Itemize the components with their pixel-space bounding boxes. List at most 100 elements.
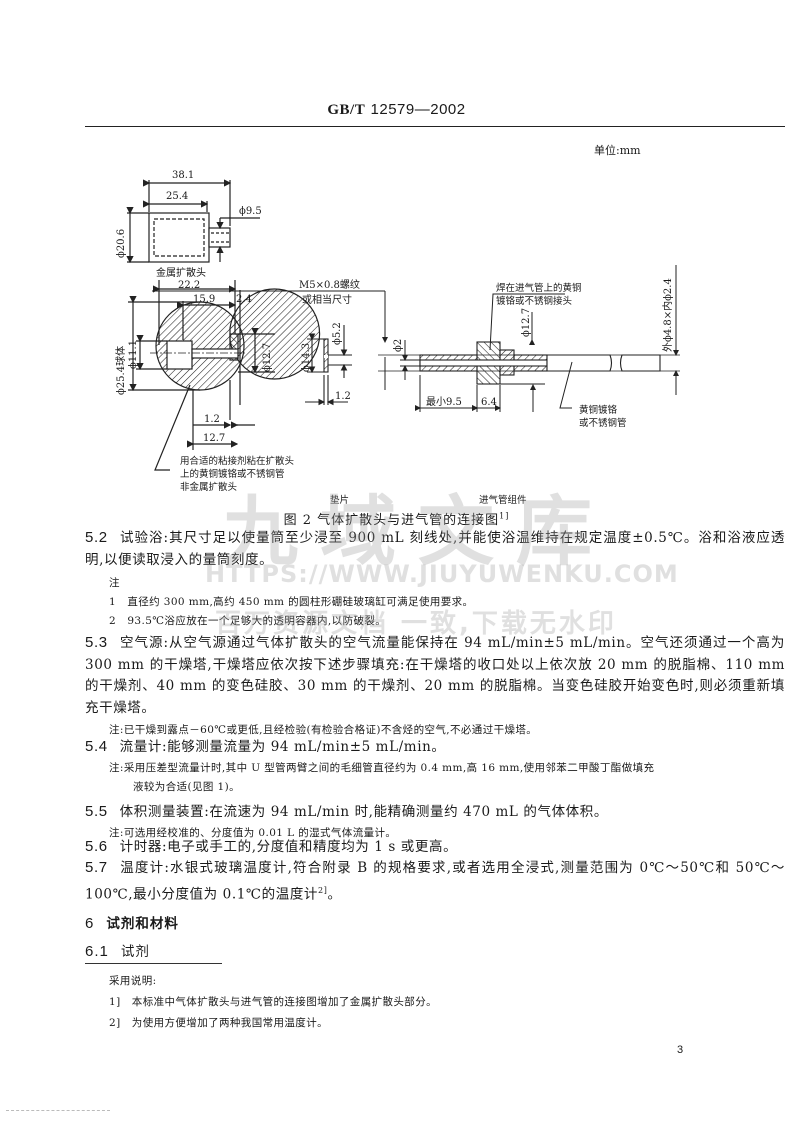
section-number: 5.5 xyxy=(85,803,108,820)
unit-label: 单位:mm xyxy=(594,144,641,157)
weld-note-line-1: 焊在进气管上的黄铜 xyxy=(496,282,582,294)
figure-caption-text: 图 2 气体扩散头与进气管的连接图 xyxy=(283,513,500,528)
scan-artifact xyxy=(6,1110,110,1111)
section-heading: 6 试剂和材料 xyxy=(85,912,785,932)
footnote-text: 本标准中气体扩散头与进气管的连接图增加了金属扩散头部分。 xyxy=(131,996,437,1008)
footnote-item: 1] 本标准中气体扩散头与进气管的连接图增加了金属扩散头部分。 xyxy=(109,994,437,1009)
section-5-4-note-line-2: 液较为合适(见图 1)。 xyxy=(133,780,241,793)
section-text: 空气源:从空气源通过气体扩散头的空气流量能保持在 94 mL/min±5 mL/… xyxy=(85,635,785,716)
section-5-6: 5.6 计时器:电子或手工的,分度值和精度均为 1 s 或更高。 xyxy=(85,836,785,859)
standard-header: GB/T 12579—2002 xyxy=(0,100,793,119)
metal-diffusion-head xyxy=(126,179,260,264)
footnote-divider xyxy=(85,963,222,964)
footnote-mark: 1] xyxy=(109,996,121,1008)
dim-15-9: 15.9 xyxy=(193,294,215,305)
dim-min-9-5: 最小9.5 xyxy=(426,396,462,408)
page-number: 3 xyxy=(677,1044,684,1056)
section-5-4-note-line-1: 注:采用压差型流量计时,其中 U 型管两臂之间的毛细管直径约为 0.4 mm,高… xyxy=(109,761,655,774)
dim-12-7: 12.7 xyxy=(203,433,225,444)
dim-25-4: 25.4 xyxy=(166,191,188,202)
section-5-5: 5.5 体积测量装置:在流速为 94 mL/min 时,能精确测量约 470 mL… xyxy=(85,801,785,843)
inlet-tube-assembly xyxy=(378,265,680,412)
footnote-title: 采用说明: xyxy=(109,975,157,987)
standard-number: 12579—2002 xyxy=(370,101,466,118)
section-text: 试验浴:其尺寸足以使量筒至少浸至 900 mL 刻线处,并能使浴温维持在规定温度… xyxy=(85,530,785,568)
note-item: 2 93.5℃浴应放在一个足够大的透明容器内,以防破裂。 xyxy=(85,612,785,631)
thread-leader xyxy=(152,290,388,390)
section-5-6-paragraph: 5.6 计时器:电子或手工的,分度值和精度均为 1 s 或更高。 xyxy=(85,836,785,859)
figure-2-drawing: 38.1 25.4 ϕ9.5 ϕ20.6 金属扩散头 xyxy=(114,170,680,506)
gasket xyxy=(305,325,352,406)
thread-label-line-1: M5×0.8螺纹 xyxy=(299,278,360,291)
dim-phi12-7-head: ϕ12.7 xyxy=(262,343,273,372)
note-number: 1 xyxy=(109,596,117,608)
standard-prefix: GB/T xyxy=(327,102,366,118)
dim-phi25-4-ball: ϕ25.4球体 xyxy=(114,346,127,395)
section-text: 温度计:水银式玻璃温度计,符合附录 B 的规格要求,或者选用全浸式,测量范围为 … xyxy=(85,860,785,902)
gasket-label: 垫片 xyxy=(330,494,349,506)
section-text-end: 。 xyxy=(327,886,342,902)
note-text: 直径约 300 mm,高约 450 mm 的圆柱形硼硅玻璃缸可满足使用要求。 xyxy=(127,596,474,608)
footnote-ref: 2] xyxy=(318,885,328,895)
dim-1-2-gasket: 1.2 xyxy=(335,391,351,402)
section-number: 5.3 xyxy=(85,634,108,651)
section-number: 5.7 xyxy=(85,859,108,876)
dim-phi12-7-inlet: ϕ12.7 xyxy=(521,308,532,337)
dim-phi9-5: ϕ9.5 xyxy=(239,206,262,217)
figure-caption: 图 2 气体扩散头与进气管的连接图1] xyxy=(0,509,793,528)
dim-38-1: 38.1 xyxy=(172,170,194,181)
dim-phi20-6: ϕ20.6 xyxy=(116,229,127,258)
section-number: 6.1 xyxy=(85,943,109,960)
note-text: 93.5℃浴应放在一个足够大的透明容器内,以防破裂。 xyxy=(127,615,387,627)
nonmetal-diffusion-head xyxy=(128,280,321,471)
glue-note-line-1: 用合适的粘接剂粘在扩散头 xyxy=(180,455,294,467)
dim-tube-od-id: 外ϕ4.8×内ϕ2.4 xyxy=(661,278,674,352)
note-item: 1 直径约 300 mm,高约 450 mm 的圆柱形硼硅玻璃缸可满足使用要求。 xyxy=(85,593,785,612)
section-number: 5.4 xyxy=(85,738,108,755)
section-title: 试剂和材料 xyxy=(106,916,179,932)
metal-head-label: 金属扩散头 xyxy=(156,266,206,279)
dim-phi2: ϕ2 xyxy=(393,339,404,352)
section-text: 计时器:电子或手工的,分度值和精度均为 1 s 或更高。 xyxy=(119,839,458,855)
dim-phi11-1: ϕ11.1 xyxy=(128,340,139,369)
section-5-3-note: 注:已干燥到露点－60℃或更低,且经检验(有检验合格证)不含烃的空气,不必通过干… xyxy=(109,724,538,736)
figure-caption-ref: 1] xyxy=(499,511,510,521)
dim-phi5-2: ϕ5.2 xyxy=(332,322,343,345)
section-title: 试剂 xyxy=(120,944,150,960)
dim-1-2-head: 1.2 xyxy=(204,414,220,425)
section-6-1-heading: 6.1 试剂 xyxy=(85,940,785,960)
section-5-5-note: 注:可选用经校准的、分度值为 0.01 L 的湿式气体流量计。 xyxy=(109,826,397,839)
tube-note-line-2: 或不锈钢管 xyxy=(579,417,627,429)
dim-phi14-3: ϕ14.3 xyxy=(301,343,312,372)
section-6-heading: 6 试剂和材料 xyxy=(85,912,785,932)
section-heading: 6.1 试剂 xyxy=(85,940,785,960)
footnote-text: 为使用方便增加了两种我国常用温度计。 xyxy=(131,1017,328,1029)
footnote-mark: 2] xyxy=(109,1017,121,1029)
glue-note-line-2: 上的黄铜镀铬或不锈钢管 xyxy=(180,468,285,480)
section-number: 5.6 xyxy=(85,838,108,855)
section-text: 体积测量装置:在流速为 94 mL/min 时,能精确测量约 470 mL 的气… xyxy=(119,804,608,820)
section-number: 5.2 xyxy=(85,529,108,546)
inlet-assembly-label: 进气管组件 xyxy=(479,494,527,506)
thread-label-line-2: 或相当尺寸 xyxy=(302,293,352,306)
notes-label: 注 xyxy=(109,577,120,589)
weld-note-line-2: 镀铬或不锈钢接头 xyxy=(496,295,572,307)
dim-6-4: 6.4 xyxy=(481,397,497,408)
note-number: 2 xyxy=(109,615,117,627)
tube-note-line-1: 黄铜镀铬 xyxy=(579,404,618,416)
section-number: 6 xyxy=(85,915,95,932)
nonmetal-head-label: 非金属扩散头 xyxy=(180,481,237,493)
section-5-5-paragraph: 5.5 体积测量装置:在流速为 94 mL/min 时,能精确测量约 470 mL… xyxy=(85,801,785,824)
dim-22-2: 22.2 xyxy=(178,280,200,291)
header-divider xyxy=(85,126,785,127)
dim-2-4: 2.4 xyxy=(236,294,252,305)
